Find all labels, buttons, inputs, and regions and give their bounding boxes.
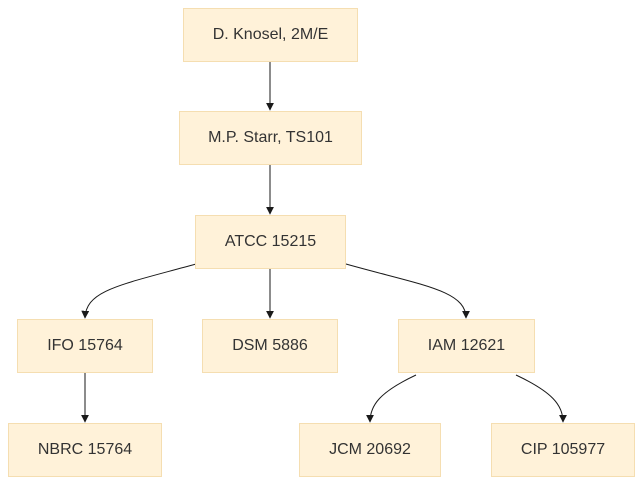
- node-label: CIP 105977: [520, 441, 606, 458]
- edge-atcc-iam: [345, 263, 470, 319]
- edge-iam-cip: [515, 374, 567, 423]
- node-cip: CIP 105977: [491, 423, 635, 477]
- node-label: D. Knosel, 2M/E: [212, 26, 329, 43]
- node-label: M.P. Starr, TS101: [208, 129, 333, 146]
- node-label: IFO 15764: [47, 337, 123, 354]
- node-label: ATCC 15215: [224, 233, 317, 250]
- node-label: NBRC 15764: [37, 441, 133, 458]
- node-label: DSM 5886: [232, 337, 308, 354]
- edge-iam-jcm: [366, 374, 417, 423]
- node-iam: IAM 12621: [398, 319, 535, 373]
- node-jcm: JCM 20692: [299, 423, 441, 477]
- node-ifo: IFO 15764: [17, 319, 153, 373]
- node-starr: M.P. Starr, TS101: [179, 111, 362, 165]
- node-label: JCM 20692: [329, 441, 411, 458]
- node-dsm: DSM 5886: [202, 319, 338, 373]
- node-nbrc: NBRC 15764: [8, 423, 162, 477]
- node-knosel: D. Knosel, 2M/E: [183, 8, 358, 62]
- node-label: IAM 12621: [427, 337, 506, 354]
- edge-atcc-ifo: [81, 263, 197, 319]
- node-atcc: ATCC 15215: [195, 215, 346, 269]
